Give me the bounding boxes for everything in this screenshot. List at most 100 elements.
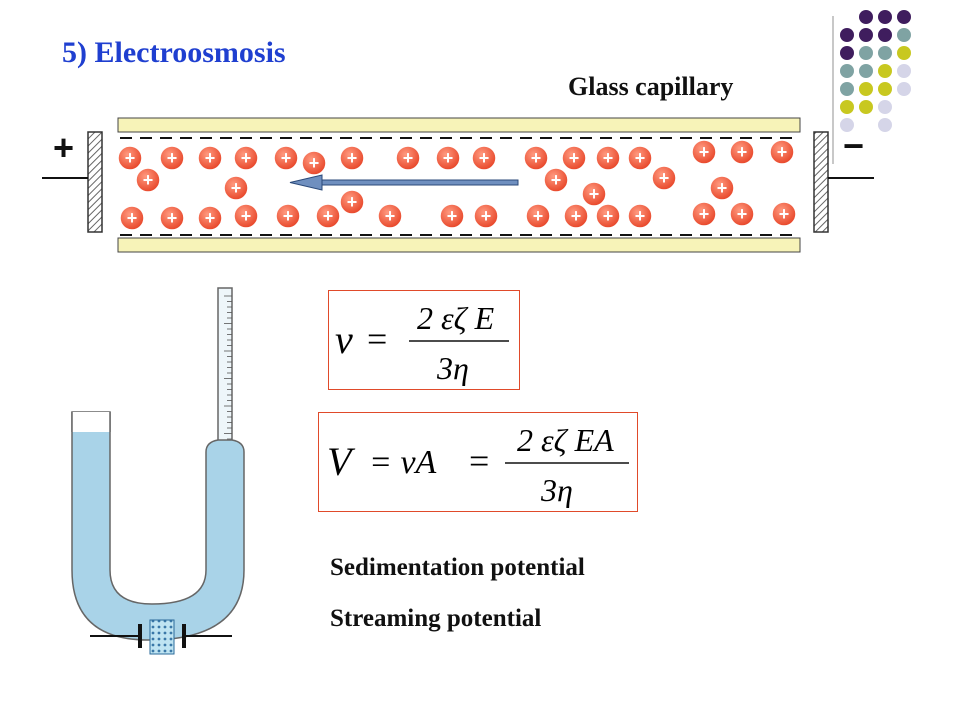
svg-text:+: + <box>281 148 292 168</box>
cation-icon: + <box>159 145 185 171</box>
cation-icon: + <box>595 203 621 229</box>
decorative-dot <box>859 100 873 114</box>
formula-velocity-box: v = 2 εζ E 3η <box>328 290 520 390</box>
cation-icon: + <box>273 145 299 171</box>
glass-capillary-label: Glass capillary <box>568 72 734 101</box>
decorative-dot <box>878 46 892 60</box>
svg-text:+: + <box>589 184 600 204</box>
svg-text:+: + <box>205 208 216 228</box>
cation-icon: + <box>691 201 717 227</box>
svg-text:+: + <box>347 148 358 168</box>
cation-icon: + <box>471 145 497 171</box>
svg-text:+: + <box>205 148 216 168</box>
svg-text:+: + <box>699 204 710 224</box>
decorative-dot <box>840 28 854 42</box>
svg-text:+: + <box>717 178 728 198</box>
cation-icon: + <box>339 145 365 171</box>
cation-icon: + <box>709 175 735 201</box>
cation-icon: + <box>233 145 259 171</box>
svg-text:+: + <box>481 206 492 226</box>
svg-text:+: + <box>603 206 614 226</box>
decorative-dot <box>897 46 911 60</box>
svg-text:+: + <box>143 170 154 190</box>
cation-icon: + <box>197 205 223 231</box>
decorative-dot <box>859 10 873 24</box>
decorative-dot <box>859 64 873 78</box>
formula2-numerator: 2 εζ EA <box>517 422 614 458</box>
svg-text:+: + <box>737 204 748 224</box>
svg-text:+: + <box>403 148 414 168</box>
cation-icon: + <box>439 203 465 229</box>
cation-icon: + <box>197 145 223 171</box>
streaming-potential-text: Streaming potential <box>330 605 542 632</box>
electrode-negative-plate <box>813 131 829 233</box>
svg-text:+: + <box>385 206 396 226</box>
cation-icon: + <box>771 201 797 227</box>
formula-volume-box: V = vA = 2 εζ EA 3η <box>318 412 638 512</box>
cation-icon: + <box>377 203 403 229</box>
svg-text:+: + <box>777 142 788 162</box>
decorative-dot <box>878 64 892 78</box>
cation-icon: + <box>473 203 499 229</box>
svg-text:+: + <box>167 148 178 168</box>
svg-text:+: + <box>737 142 748 162</box>
divider-line <box>832 16 834 164</box>
cation-icon: + <box>729 139 755 165</box>
formula-volume: V = vA = 2 εζ EA 3η <box>327 422 629 508</box>
cation-icon: + <box>581 181 607 207</box>
cation-icon: + <box>275 203 301 229</box>
decorative-dot <box>840 64 854 78</box>
svg-text:+: + <box>603 148 614 168</box>
decorative-dot <box>840 100 854 114</box>
cation-icon: + <box>523 145 549 171</box>
svg-text:+: + <box>323 206 334 226</box>
cation-icon: + <box>651 165 677 191</box>
decorative-dot <box>878 118 892 132</box>
decorative-dot <box>840 46 854 60</box>
cation-icon: + <box>595 145 621 171</box>
svg-text:+: + <box>699 142 710 162</box>
formula2-eq2: = <box>469 441 489 481</box>
u-tube-apparatus <box>71 287 245 655</box>
formula2-eq1: = vA <box>369 444 437 481</box>
cation-icon: + <box>395 145 421 171</box>
cation-icon: + <box>627 203 653 229</box>
cation-icon: + <box>729 201 755 227</box>
decorative-dot <box>897 82 911 96</box>
cation-icon: + <box>159 205 185 231</box>
cation-icon: + <box>135 167 161 193</box>
formula2-denominator: 3η <box>540 472 573 508</box>
cation-icon: + <box>543 167 569 193</box>
svg-text:+: + <box>551 170 562 190</box>
cation-icon: + <box>119 205 145 231</box>
svg-text:+: + <box>443 148 454 168</box>
cation-icon: + <box>525 203 551 229</box>
cation-icon: + <box>223 175 249 201</box>
svg-text:+: + <box>231 178 242 198</box>
svg-text:+: + <box>125 148 136 168</box>
decorative-dot <box>897 28 911 42</box>
decorative-dot <box>878 10 892 24</box>
flow-arrow <box>289 174 519 191</box>
decorative-dot <box>878 82 892 96</box>
cation-icon: + <box>233 203 259 229</box>
decorative-dot <box>897 10 911 24</box>
svg-text:+: + <box>531 148 542 168</box>
cation-icon: + <box>339 189 365 215</box>
cation-icon: + <box>769 139 795 165</box>
formula1-lhs: v <box>335 317 353 362</box>
cation-icon: + <box>627 145 653 171</box>
ion-group: ++++++++++++++++++++++++++++++++++++++++ <box>117 139 797 231</box>
cation-icon: + <box>315 203 341 229</box>
electrode-positive-plate <box>87 131 103 233</box>
svg-text:+: + <box>635 148 646 168</box>
negative-electrode-sign: − <box>843 125 864 166</box>
svg-text:+: + <box>569 148 580 168</box>
svg-text:+: + <box>479 148 490 168</box>
cation-icon: + <box>561 145 587 171</box>
decorative-dot <box>859 28 873 42</box>
formula1-denominator: 3η <box>436 350 469 386</box>
svg-text:+: + <box>447 206 458 226</box>
sedimentation-potential-text: Sedimentation potential <box>330 554 585 581</box>
